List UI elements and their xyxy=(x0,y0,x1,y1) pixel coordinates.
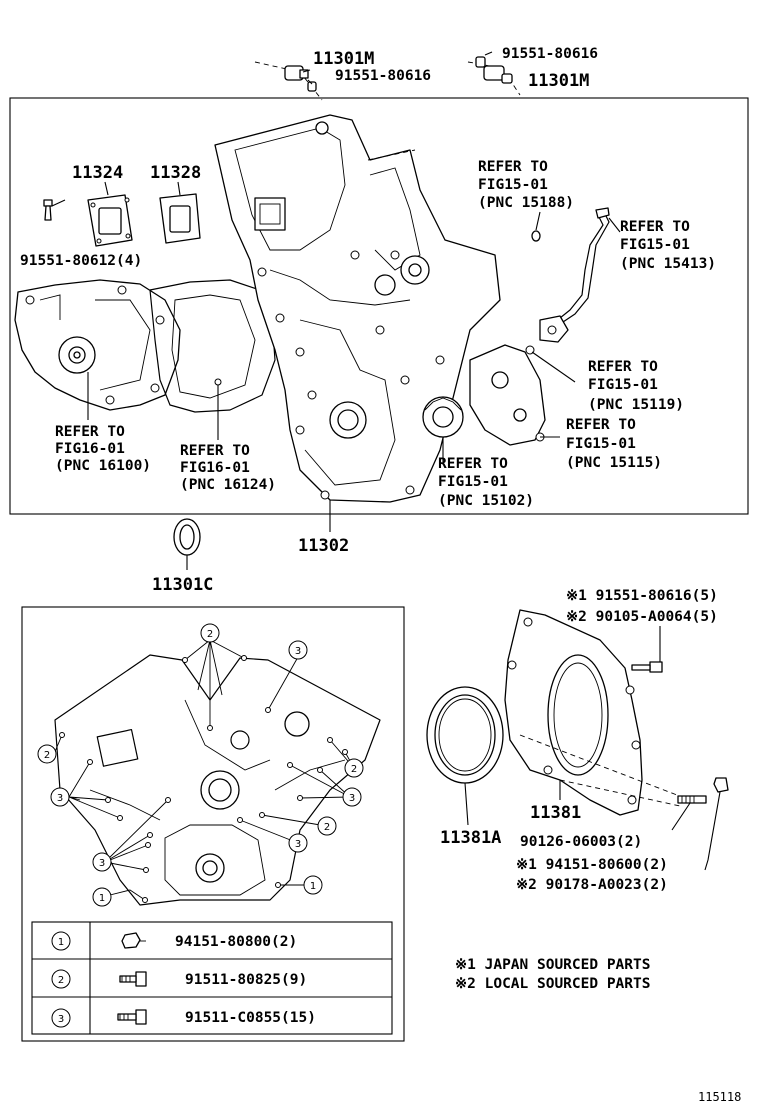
svg-text:1: 1 xyxy=(58,937,64,948)
figure-id: 115118 xyxy=(698,1090,741,1104)
sensor-11301m-left xyxy=(254,61,323,101)
stud-bolt xyxy=(671,795,707,831)
label-nut-japan: ※1 94151-80600(2) xyxy=(516,857,668,873)
legend-row-3: 3 91511-C0855(15) xyxy=(51,1008,316,1028)
refer-15119-line1: REFER TO xyxy=(588,359,658,375)
refer-15115-line2: FIG15-01 xyxy=(566,436,636,452)
refer-15188-line1: REFER TO xyxy=(478,159,548,175)
gasket-11328 xyxy=(159,181,201,244)
svg-text:3: 3 xyxy=(349,793,355,804)
svg-text:1: 1 xyxy=(99,893,105,904)
callout-1-left: 1 xyxy=(92,887,112,907)
refer-15188-line3: (PNC 15188) xyxy=(478,195,574,211)
oil-pump-rotor xyxy=(422,396,464,462)
refer-15115-line3: (PNC 15115) xyxy=(566,455,662,471)
label-bolt-local: ※2 90105-A0064(5) xyxy=(566,609,718,625)
retainer-nut xyxy=(704,777,729,871)
refer-16100-line1: REFER TO xyxy=(55,424,125,440)
svg-text:2: 2 xyxy=(351,764,357,775)
refer-15119-line2: FIG15-01 xyxy=(588,377,658,393)
callout-3-left: 3 xyxy=(50,787,70,807)
label-bolt-japan: ※1 91551-80616(5) xyxy=(566,588,718,604)
svg-text:3: 3 xyxy=(57,793,63,804)
bolt-icon xyxy=(119,971,147,987)
svg-text:2: 2 xyxy=(58,975,64,986)
bolt-map-leaders xyxy=(53,639,355,901)
refer-15413-line2: FIG15-01 xyxy=(620,237,690,253)
svg-text:2: 2 xyxy=(44,750,50,761)
refer-15102-line3: (PNC 15102) xyxy=(438,493,534,509)
svg-text:1: 1 xyxy=(310,881,316,892)
refer-15413-line1: REFER TO xyxy=(620,219,690,235)
label-11328: 11328 xyxy=(150,163,201,183)
callout-3-mid-right: 3 xyxy=(288,833,308,853)
bolt-91551-80612 xyxy=(43,199,66,221)
label-91551-80616-left: 91551-80616 xyxy=(335,68,431,84)
refer-16124-line2: FIG16-01 xyxy=(180,460,250,476)
svg-text:2: 2 xyxy=(207,629,213,640)
refer-15188-line2: FIG15-01 xyxy=(478,177,548,193)
svg-text:3: 3 xyxy=(99,858,105,869)
callout-2-left: 2 xyxy=(37,744,57,764)
bolt-icon xyxy=(117,1009,147,1025)
oil-strainer-pipe xyxy=(531,207,621,343)
label-11381: 11381 xyxy=(530,803,581,823)
rear-oil-seal-11381a xyxy=(426,686,504,826)
refer-15119-line3: (PNC 15119) xyxy=(588,397,684,413)
svg-text:3: 3 xyxy=(295,646,301,657)
note-local-sourced: ※2 LOCAL SOURCED PARTS xyxy=(455,976,650,992)
callout-1-right: 1 xyxy=(303,875,323,895)
bolt-map-holes xyxy=(59,655,348,903)
legend-row-1-part: 94151-80800(2) xyxy=(175,934,297,950)
callout-3-top-right: 3 xyxy=(288,640,308,660)
bolt-legend-table xyxy=(31,921,393,1035)
refer-15115-line1: REFER TO xyxy=(566,417,636,433)
label-91551-80616-right: 91551-80616 xyxy=(502,46,598,62)
oil-pump-cover xyxy=(469,344,576,446)
label-nut-local: ※2 90178-A0023(2) xyxy=(516,877,668,893)
callout-3-right: 3 xyxy=(342,787,362,807)
refer-16124-line3: (PNC 16124) xyxy=(180,477,276,493)
refer-16100-line3: (PNC 16100) xyxy=(55,458,151,474)
label-91551-80612: 91551-80612(4) xyxy=(20,253,142,269)
callout-3-lower-left: 3 xyxy=(92,852,112,872)
label-11381a: 11381A xyxy=(440,828,501,848)
refer-16124-line1: REFER TO xyxy=(180,443,250,459)
refer-15102-line2: FIG15-01 xyxy=(438,474,508,490)
label-11324: 11324 xyxy=(72,163,123,183)
svg-text:3: 3 xyxy=(58,1014,64,1025)
label-11302: 11302 xyxy=(298,536,349,556)
legend-row-3-part: 91511-C0855(15) xyxy=(185,1010,316,1026)
label-11301c: 11301C xyxy=(152,575,213,595)
gasket-11324 xyxy=(87,181,133,247)
callout-2-right: 2 xyxy=(344,758,364,778)
note-japan-sourced: ※1 JAPAN SOURCED PARTS xyxy=(455,957,650,973)
svg-text:2: 2 xyxy=(324,822,330,833)
oil-seal-11301c xyxy=(173,518,201,570)
nut-icon xyxy=(121,932,146,949)
label-11301m-right: 11301M xyxy=(528,71,589,91)
label-11301m-left: 11301M xyxy=(313,49,374,69)
oil-seal-retainer-11381 xyxy=(504,609,691,816)
callout-2-mid-right: 2 xyxy=(317,816,337,836)
refer-15413-line3: (PNC 15413) xyxy=(620,256,716,272)
legend-row-2: 2 91511-80825(9) xyxy=(51,969,307,989)
refer-15102-line1: REFER TO xyxy=(438,456,508,472)
label-stud: 90126-06003(2) xyxy=(520,834,642,850)
sensor-11301m-right xyxy=(467,51,521,96)
refer-16100-line2: FIG16-01 xyxy=(55,441,125,457)
bolt-map-cover xyxy=(54,654,381,906)
assembly-frame xyxy=(9,97,749,515)
callout-2-top: 2 xyxy=(200,623,220,643)
legend-row-2-part: 91511-80825(9) xyxy=(185,972,307,988)
retainer-bolt xyxy=(631,661,663,673)
water-pump xyxy=(14,279,181,420)
legend-row-1: 1 94151-80800(2) xyxy=(51,931,297,951)
bolt-map-frame xyxy=(21,606,405,1042)
water-pump-gasket xyxy=(149,279,276,440)
svg-text:3: 3 xyxy=(295,839,301,850)
